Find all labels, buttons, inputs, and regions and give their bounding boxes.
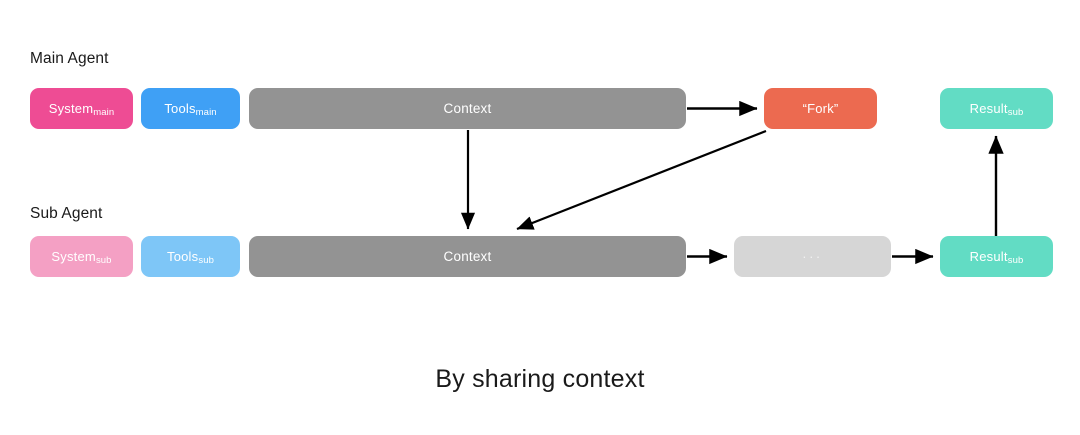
node-tools-sub-subscript: sub <box>198 254 214 266</box>
arrow-fork-to-sub-context <box>516 129 767 231</box>
node-result-main-label: Result <box>969 101 1008 116</box>
node-tools-main-subscript: main <box>195 106 217 118</box>
node-result-main-subscript: sub <box>1007 106 1024 118</box>
node-system-sub-subscript: sub <box>95 254 112 266</box>
node-system-main-label: System <box>48 101 94 116</box>
node-tools-main-label: Tools <box>164 101 196 116</box>
node-context-main: Context <box>249 88 686 129</box>
node-result-sub-subscript: sub <box>1007 254 1024 266</box>
node-fork-label: “Fork” <box>802 101 839 116</box>
node-context-main-label: Context <box>443 101 492 116</box>
node-system-main-subscript: main <box>93 106 115 118</box>
diagram-caption: By sharing context <box>435 365 645 393</box>
node-tools-sub-label: Tools <box>167 249 199 264</box>
node-result-sub-label: Result <box>969 249 1008 264</box>
node-context-sub: Context <box>249 236 686 277</box>
row-label-sub-agent: Sub Agent <box>30 205 103 222</box>
node-ellipsis: ··· <box>734 236 891 277</box>
row-label-main-agent: Main Agent <box>30 50 109 67</box>
node-system-sub-label: System <box>51 249 96 264</box>
node-fork: “Fork” <box>764 88 877 129</box>
node-context-sub-label: Context <box>443 249 492 264</box>
node-ellipsis-label: ··· <box>802 249 823 264</box>
